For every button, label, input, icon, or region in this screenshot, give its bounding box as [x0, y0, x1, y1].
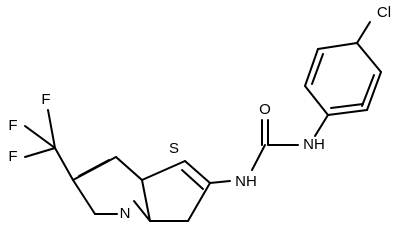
thienopyridine-core [54, 147, 231, 222]
bond [356, 42, 382, 73]
bond [24, 147, 56, 158]
bond [78, 159, 110, 177]
bond [366, 71, 382, 111]
chlorophenyl-ring [304, 21, 382, 116]
bond [311, 53, 324, 85]
bond [141, 179, 151, 222]
bond [314, 114, 329, 137]
bond [24, 125, 56, 149]
structure-canvas: Cl F F F O NH NH S N [8, 4, 391, 222]
chlorine-label: Cl [377, 4, 391, 21]
trifluoromethyl-group [24, 109, 56, 158]
bond [304, 48, 319, 87]
bond [141, 160, 186, 181]
bond [181, 169, 204, 190]
bond [72, 179, 96, 215]
fluorine-label-bottom: F [8, 148, 17, 165]
bond [330, 103, 364, 109]
nh-label-lower: NH [235, 173, 257, 190]
bond [317, 42, 358, 50]
urea-linkage [251, 114, 329, 171]
sulfur-label: S [169, 140, 179, 157]
bond [115, 156, 143, 181]
chemical-structure-diagram: Cl F F F O NH NH S N [8, 4, 391, 222]
bond [304, 85, 329, 116]
bond [184, 160, 211, 184]
oxygen-label: O [259, 101, 271, 118]
fluorine-label-middle: F [8, 117, 17, 134]
bond [47, 109, 56, 149]
bond [209, 180, 231, 184]
bond [356, 21, 371, 44]
fluorine-label-top: F [41, 91, 50, 108]
bond [327, 109, 368, 116]
nitrogen-label: N [120, 205, 131, 222]
bond [54, 147, 74, 181]
bond [187, 182, 211, 222]
nh-label-upper: NH [303, 136, 325, 153]
bond [251, 144, 266, 171]
bond [361, 74, 375, 107]
bond [133, 200, 151, 222]
